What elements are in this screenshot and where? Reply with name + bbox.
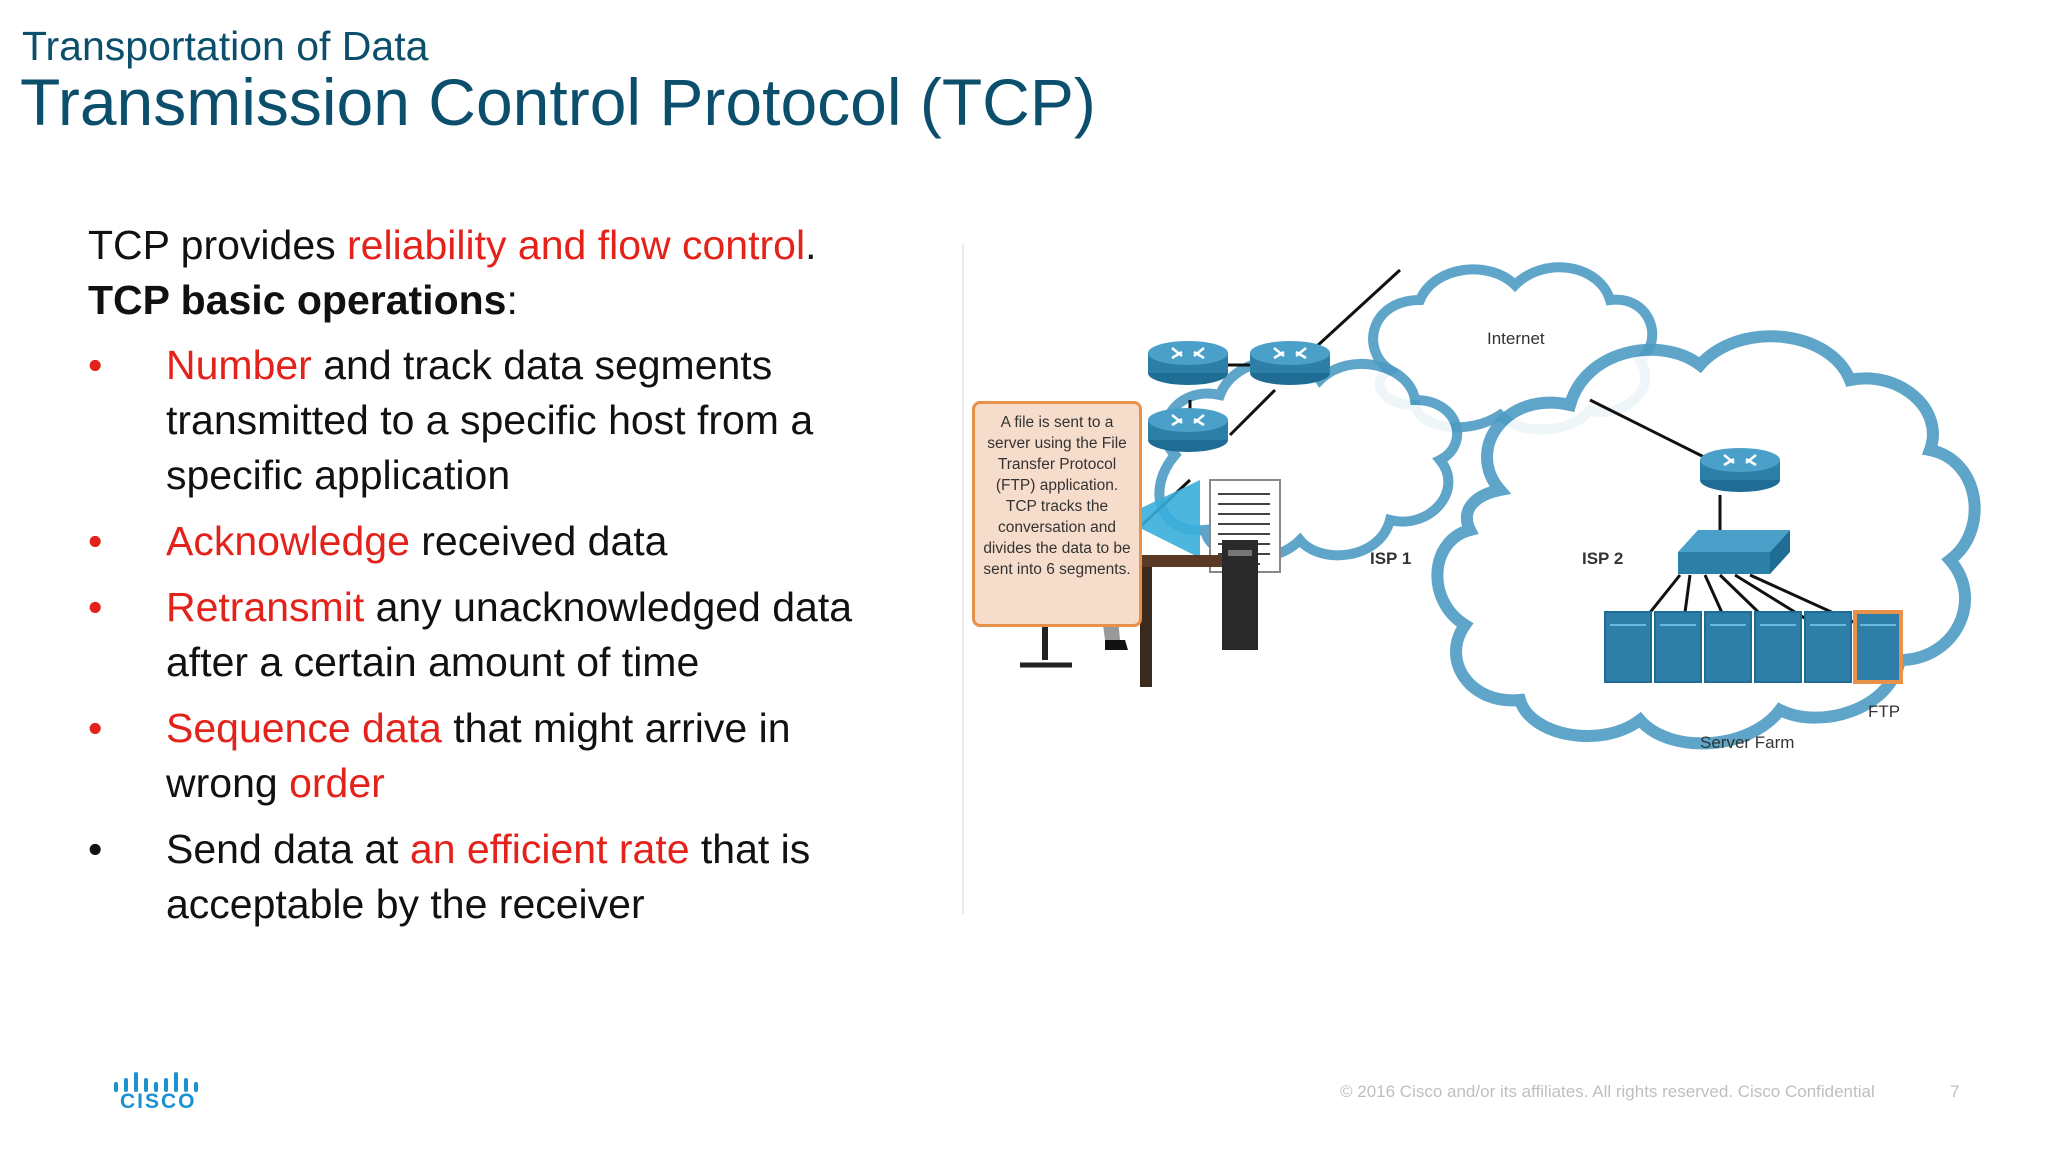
ftp-server — [1853, 610, 1903, 684]
bullet-text: any unacknowledged data after a certain … — [166, 584, 853, 685]
bullet-text: that is acceptable by the receiver — [166, 826, 811, 927]
link-internet-isp2 — [1589, 398, 1721, 467]
bullet-text: received data — [409, 518, 668, 564]
bullet-item: • Number and track data segments transmit… — [88, 338, 878, 503]
link-router-router-2 — [1228, 388, 1277, 437]
bullet-item: • Sequence data that might arrive in wron… — [88, 701, 878, 811]
slide-subtitle: Transportation of Data — [22, 23, 429, 69]
bullet-text: that might arrive in wrong — [166, 705, 791, 806]
callout-box: A file is sent to a server using the Fil… — [972, 401, 1142, 627]
bullet-item: • Acknowledge received data — [88, 514, 878, 569]
switch-icon — [1678, 530, 1790, 574]
footer-copyright: © 2016 Cisco and/or its affiliates. All … — [1340, 1082, 1875, 1101]
page-number: 7 — [1950, 1082, 1960, 1101]
router-icon — [1700, 448, 1780, 492]
ftp-label: FTP — [1868, 702, 1901, 721]
bullet-text: and track data segments transmitted to a… — [166, 342, 814, 498]
intro-colon: : — [506, 277, 518, 323]
intro-text: TCP provides — [88, 222, 348, 268]
divider — [962, 244, 964, 914]
server-farm-label: Server Farm — [1700, 733, 1795, 752]
intro-period: . — [805, 222, 817, 268]
bullet-keyword: Retransmit — [166, 584, 365, 630]
isp1-cloud — [1154, 355, 1463, 564]
server-rack — [1604, 610, 1903, 684]
cisco-logo-text: CISCO — [120, 1090, 197, 1113]
bullet-keyword: Acknowledge — [166, 518, 410, 564]
bullet-marker: • — [88, 705, 103, 751]
bullet-marker: • — [88, 826, 103, 872]
bullet-marker: • — [88, 342, 103, 388]
bullet-keyword: Number — [166, 342, 312, 388]
bullet-keyword: Sequence data — [166, 705, 442, 751]
intro-paragraph: TCP provides reliability and flow contro… — [88, 218, 878, 328]
bullet-keyword-2: order — [289, 760, 385, 806]
transmission-beam — [1120, 480, 1200, 558]
bullet-pre-text: Send data at — [166, 826, 410, 872]
slide-title: Transmission Control Protocol (TCP) — [20, 65, 1096, 139]
content-text: TCP provides reliability and flow contro… — [88, 218, 878, 943]
cisco-logo-icon — [114, 1072, 198, 1092]
router-icon — [1250, 341, 1330, 385]
bullet-item: • Retransmit any unacknowledged data afte… — [88, 580, 878, 690]
intro-bold: TCP basic operations — [88, 277, 507, 323]
bullet-item: • Send data at an efficient rate that is … — [88, 822, 878, 932]
intro-highlight: reliability and flow control — [347, 222, 806, 268]
router-icon — [1148, 408, 1228, 452]
router-icon — [1148, 341, 1228, 385]
internet-label: Internet — [1487, 329, 1545, 348]
bullet-list: • Number and track data segments transmit… — [88, 338, 878, 932]
bullet-keyword: an efficient rate — [409, 826, 690, 872]
bullet-marker: • — [88, 518, 103, 564]
isp1-label: ISP 1 — [1370, 549, 1412, 568]
bullet-marker: • — [88, 584, 103, 630]
isp2-label: ISP 2 — [1582, 549, 1624, 568]
